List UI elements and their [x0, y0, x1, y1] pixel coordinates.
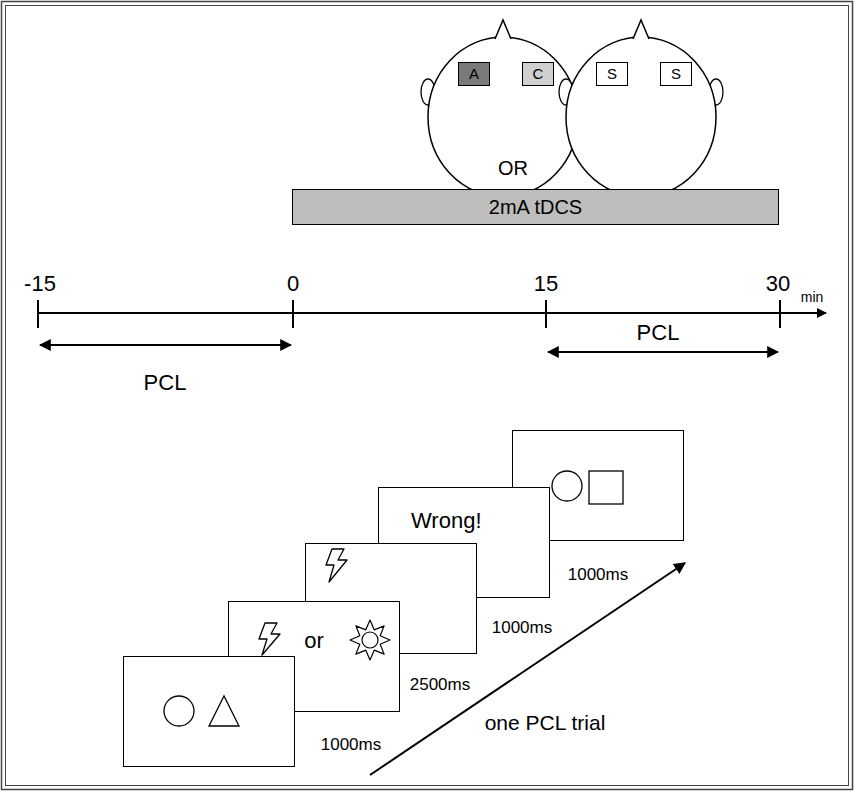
- triangle-stimulus: [209, 696, 239, 726]
- trial-label: one PCL trial: [485, 711, 606, 734]
- screen-frame: [123, 656, 295, 767]
- nose: [495, 20, 511, 39]
- duration-label: 1000ms: [321, 736, 381, 755]
- square-stimulus: [589, 471, 623, 504]
- tick: [779, 300, 781, 328]
- phase-label: PCL: [144, 371, 187, 395]
- duration-label: 1000ms: [568, 566, 628, 585]
- electrode-sham: S: [660, 62, 692, 86]
- duration-label: 2500ms: [410, 676, 470, 695]
- trial-label: one PCL trial: [485, 711, 606, 734]
- tick: [292, 300, 294, 328]
- stimulation-bar: 2mA tDCS: [292, 189, 779, 225]
- time-value: -15: [24, 271, 56, 296]
- node-text: A: [469, 66, 479, 83]
- time-value: 15: [534, 271, 558, 296]
- time-value: 30: [766, 271, 790, 296]
- lightning-icon: [326, 549, 347, 582]
- duration-label: 2500ms: [410, 675, 470, 694]
- node-text: or: [304, 629, 324, 653]
- node-text: 2mA tDCS: [489, 196, 582, 218]
- circle-stimulus: [552, 471, 582, 501]
- or-label: OR: [498, 157, 528, 179]
- sun-disc: [362, 632, 378, 648]
- electrode-anode: A: [458, 62, 490, 86]
- time-unit: min: [801, 289, 824, 305]
- time-value: 0: [287, 272, 299, 296]
- duration-label: 1000ms: [321, 735, 381, 754]
- phase-label: PCL: [637, 321, 680, 345]
- duration-label: 1000ms: [492, 619, 552, 638]
- node-text: C: [533, 66, 544, 83]
- node-text: Wrong!: [411, 509, 482, 533]
- span-arrow: [548, 351, 778, 353]
- node-text: S: [607, 66, 617, 83]
- sun-icon: [349, 619, 391, 661]
- time-unit: min: [801, 288, 824, 306]
- lightning-icon: [253, 622, 287, 656]
- circle-stimulus: [164, 696, 194, 726]
- head-outline: [428, 37, 578, 197]
- time-value: -15: [24, 272, 56, 296]
- time-value: 0: [287, 271, 299, 296]
- electrode-cathode: C: [522, 62, 554, 86]
- phase-label: PCL: [144, 370, 187, 395]
- inner-frame: [6, 6, 849, 786]
- time-axis: [38, 312, 826, 314]
- span-arrow: [40, 344, 291, 346]
- phase-label: PCL: [637, 320, 680, 345]
- duration-label: 1000ms: [568, 565, 628, 584]
- head-outline: [566, 37, 716, 197]
- or-label: OR: [498, 157, 528, 179]
- nose: [633, 20, 649, 39]
- tick: [545, 300, 547, 328]
- time-value: 30: [766, 272, 790, 296]
- sun-rays: [350, 620, 390, 660]
- screen-art: [124, 657, 296, 768]
- tick: [37, 300, 39, 328]
- electrode-sham: S: [596, 62, 628, 86]
- node-text: S: [671, 66, 681, 83]
- duration-label: 1000ms: [492, 618, 552, 637]
- time-value: 15: [534, 272, 558, 296]
